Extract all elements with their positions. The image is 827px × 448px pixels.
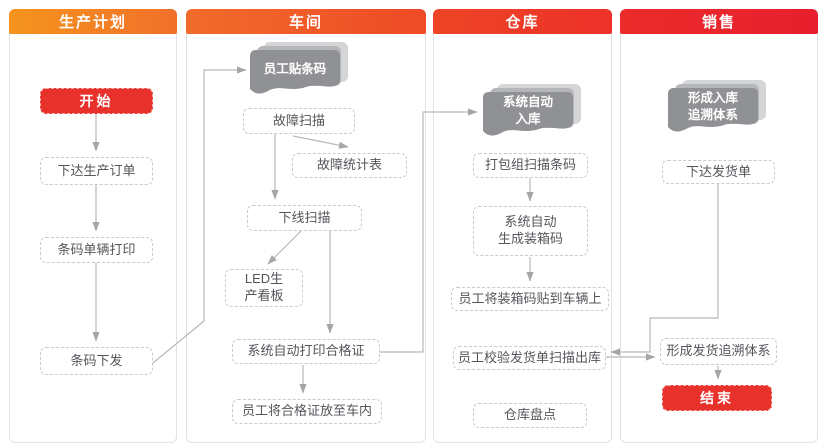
node-fault-statistics: 故障统计表 bbox=[292, 153, 407, 178]
node-auto-print-certificate: 系统自动打印合格证 bbox=[232, 339, 380, 364]
doc-worker-attach-barcode: 员工贴条码 bbox=[250, 42, 354, 100]
lane-header-production-plan: 生产计划 bbox=[9, 9, 177, 34]
node-shipping-traceability: 形成发货追溯体系 bbox=[660, 338, 777, 365]
lane-header-sales: 销售 bbox=[620, 9, 818, 34]
lane-header-workshop: 车间 bbox=[186, 9, 426, 34]
node-issue-production-order: 下达生产订单 bbox=[40, 157, 153, 185]
node-start: 开始 bbox=[40, 88, 153, 114]
node-packing-group-scan-barcode: 打包组扫描条码 bbox=[473, 153, 588, 178]
lane-sales: 销售 bbox=[620, 9, 818, 443]
node-offline-scan: 下线扫描 bbox=[247, 205, 362, 231]
node-auto-generate-box-code: 系统自动 生成装箱码 bbox=[473, 206, 588, 256]
document-stack-icon bbox=[483, 84, 581, 136]
doc-label: 系统自动 入库 bbox=[502, 95, 553, 126]
doc-inbound-traceability: 形成入库 追溯体系 bbox=[668, 80, 772, 138]
doc-label: 员工贴条码 bbox=[263, 61, 327, 76]
document-stack-icon bbox=[668, 80, 766, 132]
node-attach-box-code-to-vehicle: 员工将装箱码贴到车辆上 bbox=[451, 287, 609, 311]
document-stack-icon bbox=[250, 42, 348, 94]
node-warehouse-stocktake: 仓库盘点 bbox=[473, 403, 587, 428]
node-fault-scan: 故障扫描 bbox=[243, 108, 355, 134]
doc-auto-warehouse-in: 系统自动 入库 bbox=[483, 84, 587, 142]
node-verify-shipping-scan-out: 员工校验发货单扫描出库 bbox=[453, 346, 606, 370]
node-issue-shipping-order: 下达发货单 bbox=[662, 160, 775, 184]
node-end: 结束 bbox=[662, 385, 772, 411]
lane-production-plan: 生产计划 bbox=[9, 9, 177, 443]
doc-label: 形成入库 追溯体系 bbox=[687, 91, 738, 122]
node-put-certificate-in-car: 员工将合格证放至车内 bbox=[232, 399, 382, 424]
node-barcode-print-per-vehicle: 条码单辆打印 bbox=[40, 237, 153, 263]
node-barcode-issue: 条码下发 bbox=[40, 347, 153, 375]
node-led-kanban: LED生 产看板 bbox=[225, 269, 303, 307]
lane-header-warehouse: 仓库 bbox=[433, 9, 612, 34]
